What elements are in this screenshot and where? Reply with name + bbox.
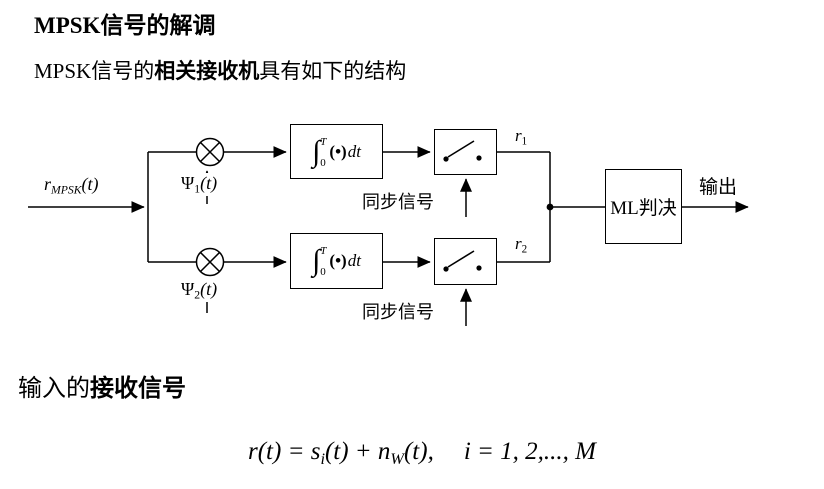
junction-dot	[546, 203, 554, 211]
sampler-2-block	[434, 238, 497, 285]
received-signal-formula: r(t) = si(t) + nW(t), i = 1, 2,..., M	[248, 438, 596, 469]
sync-signal-1-label: 同步信号	[362, 192, 434, 212]
subtitle-bold: 相关接收机	[154, 59, 260, 83]
switch-icon	[443, 249, 482, 272]
integrand: (•)	[329, 251, 347, 270]
subtitle: MPSK信号的相关接收机具有如下的结构	[34, 55, 406, 85]
subtitle-prefix: MPSK信号的	[34, 59, 155, 83]
sampler-1-block	[434, 129, 497, 175]
psi-argument: (t)	[200, 173, 218, 193]
psi-symbol: Ψ	[181, 279, 195, 299]
formula-sub1: i	[320, 449, 325, 468]
correlation-receiver-diagram: ∫ T 0 (•) dt ∫ T 0 (•) dt	[0, 112, 790, 352]
integral-sign: ∫	[312, 134, 321, 168]
differential: dt	[347, 141, 361, 161]
formula-part3: (t),	[403, 438, 434, 465]
upper-limit: T	[320, 135, 327, 148]
input-argument: (t)	[81, 174, 99, 194]
integral-limits: T 0	[320, 246, 326, 278]
multiplier-1-icon	[195, 137, 225, 167]
sync-signal-2-label: 同步信号	[362, 302, 434, 322]
formula-sub2: W	[390, 449, 404, 468]
psi-subscript: 2	[194, 288, 201, 302]
input-signal-heading: 输入的接收信号	[18, 368, 186, 403]
subtitle-suffix: 具有如下的结构	[259, 59, 407, 83]
input-variable: r	[44, 174, 52, 194]
heading-bold: 接收信号	[90, 375, 186, 402]
upper-limit: T	[320, 245, 327, 257]
output-label: 输出	[699, 177, 738, 198]
differential: dt	[347, 251, 361, 270]
lower-limit: 0	[320, 156, 326, 169]
r2-label: r2	[515, 234, 527, 255]
switch-icon	[443, 140, 482, 162]
formula-part4: i = 1, 2,..., M	[463, 438, 596, 465]
ml-decision-block: ML判决	[605, 169, 682, 244]
integral-sign: ∫	[312, 244, 321, 277]
basis-function-2-label: Ψ2(t)	[180, 279, 219, 302]
integrator-2-block: ∫ T 0 (•) dt	[290, 233, 383, 289]
r1-subscript: 1	[521, 135, 528, 148]
integral-limits: T 0	[320, 135, 327, 169]
formula-part1: r(t) = s	[248, 438, 321, 465]
r1-label: r1	[515, 126, 527, 147]
page-title: MPSK信号的解调	[34, 13, 216, 38]
psi-symbol: Ψ	[181, 173, 195, 193]
integrand: (•)	[329, 141, 347, 161]
input-subscript: MPSK	[51, 183, 82, 197]
input-signal-label: rMPSK(t)	[44, 174, 99, 197]
heading-prefix: 输入的	[18, 375, 90, 402]
integrator-1-block: ∫ T 0 (•) dt	[290, 124, 383, 179]
basis-function-1-label: Ψ1(t)	[180, 173, 219, 196]
multiplier-2-icon	[195, 247, 225, 277]
formula-part2: (t) + n	[324, 438, 391, 465]
r1-variable: r	[515, 126, 522, 145]
r2-subscript: 2	[521, 243, 528, 256]
lower-limit: 0	[320, 266, 326, 278]
psi-argument: (t)	[200, 279, 218, 299]
r2-variable: r	[515, 234, 522, 253]
psi-subscript: 1	[194, 182, 201, 196]
